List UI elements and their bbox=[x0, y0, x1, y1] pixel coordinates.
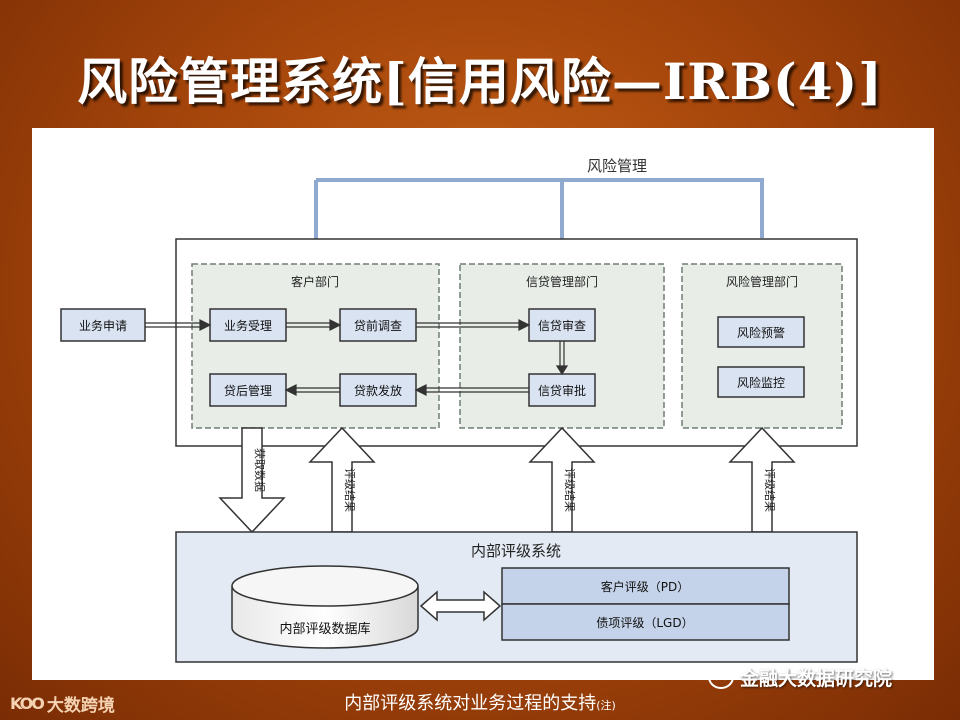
node-risk-warning-label: 风险预警 bbox=[737, 325, 785, 340]
lgd-rating-label: 债项评级（LGD） bbox=[596, 616, 693, 630]
irb-flow-diagram: 风险管理 客户部门 信贷管理部门 风险管理部门 业务申请 业务受理 贷前调查 bbox=[60, 157, 858, 663]
caption-text: 内部评级系统对业务过程的支持 bbox=[344, 693, 597, 714]
lgd-rating-box: 债项评级（LGD） bbox=[501, 603, 790, 641]
pd-rating-label: 客户评级（PD） bbox=[601, 579, 689, 594]
arrow-get-data: 获取数据 bbox=[218, 427, 286, 534]
diagram-panel: 风险管理 客户部门 信贷管理部门 风险管理部门 业务申请 业务受理 贷前调查 bbox=[32, 128, 934, 680]
node-application: 业务申请 bbox=[60, 308, 146, 342]
arrow-get-data-label: 获取数据 bbox=[253, 448, 267, 492]
node-loan-disbursement-label: 贷款发放 bbox=[354, 383, 402, 398]
rating-database: 内部评级数据库 bbox=[231, 565, 419, 649]
node-pre-loan: 贷前调查 bbox=[339, 308, 417, 342]
brand-logo-left: KOO 大数跨境 bbox=[10, 690, 115, 716]
credit-dept-label: 信贷管理部门 bbox=[526, 274, 598, 289]
node-post-loan: 贷后管理 bbox=[209, 373, 287, 407]
rating-database-label: 内部评级数据库 bbox=[279, 621, 370, 637]
caption-note: (注) bbox=[596, 699, 616, 712]
internal-rating-system-title: 内部评级系统 bbox=[471, 542, 561, 560]
node-credit-review: 信贷审查 bbox=[528, 308, 596, 342]
risk-dept-label: 风险管理部门 bbox=[726, 274, 798, 289]
arrow-rating-result-risk: 评级结果 bbox=[728, 426, 796, 533]
brand-logo-right: ○○ 金融大数据研究院 bbox=[708, 664, 892, 690]
node-application-label: 业务申请 bbox=[79, 318, 127, 333]
customer-dept-label: 客户部门 bbox=[291, 274, 339, 289]
pd-rating-box: 客户评级（PD） bbox=[501, 567, 790, 605]
arrow-rating-result-customer-label: 评级结果 bbox=[343, 468, 356, 512]
arrow-rating-result-risk-label: 评级结果 bbox=[763, 468, 776, 512]
brand-name-left: 大数跨境 bbox=[46, 695, 115, 716]
node-credit-approval: 信贷审批 bbox=[528, 373, 596, 407]
database-link-arrow bbox=[419, 590, 502, 622]
slide-title: 风险管理系统[信用风险—IRB(4)] bbox=[77, 52, 883, 111]
brand-name-right: 金融大数据研究院 bbox=[740, 667, 893, 690]
wechat-icon: ○○ bbox=[708, 665, 734, 689]
slide-caption: 内部评级系统对业务过程的支持(注) bbox=[0, 689, 960, 715]
node-credit-review-label: 信贷审查 bbox=[538, 318, 586, 333]
arrow-rating-result-credit: 评级结果 bbox=[528, 426, 596, 533]
node-risk-warning: 风险预警 bbox=[717, 316, 805, 348]
brand-mark-left: KOO bbox=[10, 693, 45, 713]
arrow-rating-result-customer: 评级结果 bbox=[308, 426, 376, 533]
node-risk-monitoring-label: 风险监控 bbox=[737, 375, 785, 390]
node-risk-monitoring: 风险监控 bbox=[717, 366, 805, 398]
node-post-loan-label: 贷后管理 bbox=[224, 383, 272, 398]
node-pre-loan-label: 贷前调查 bbox=[354, 318, 402, 333]
node-loan-disbursement: 贷款发放 bbox=[339, 373, 417, 407]
flow-connectors bbox=[145, 319, 569, 396]
arrow-rating-result-credit-label: 评级结果 bbox=[563, 468, 576, 512]
node-credit-approval-label: 信贷审批 bbox=[538, 383, 586, 398]
node-acceptance: 业务受理 bbox=[209, 308, 287, 342]
node-acceptance-label: 业务受理 bbox=[224, 318, 272, 333]
risk-management-label: 风险管理 bbox=[587, 157, 647, 175]
